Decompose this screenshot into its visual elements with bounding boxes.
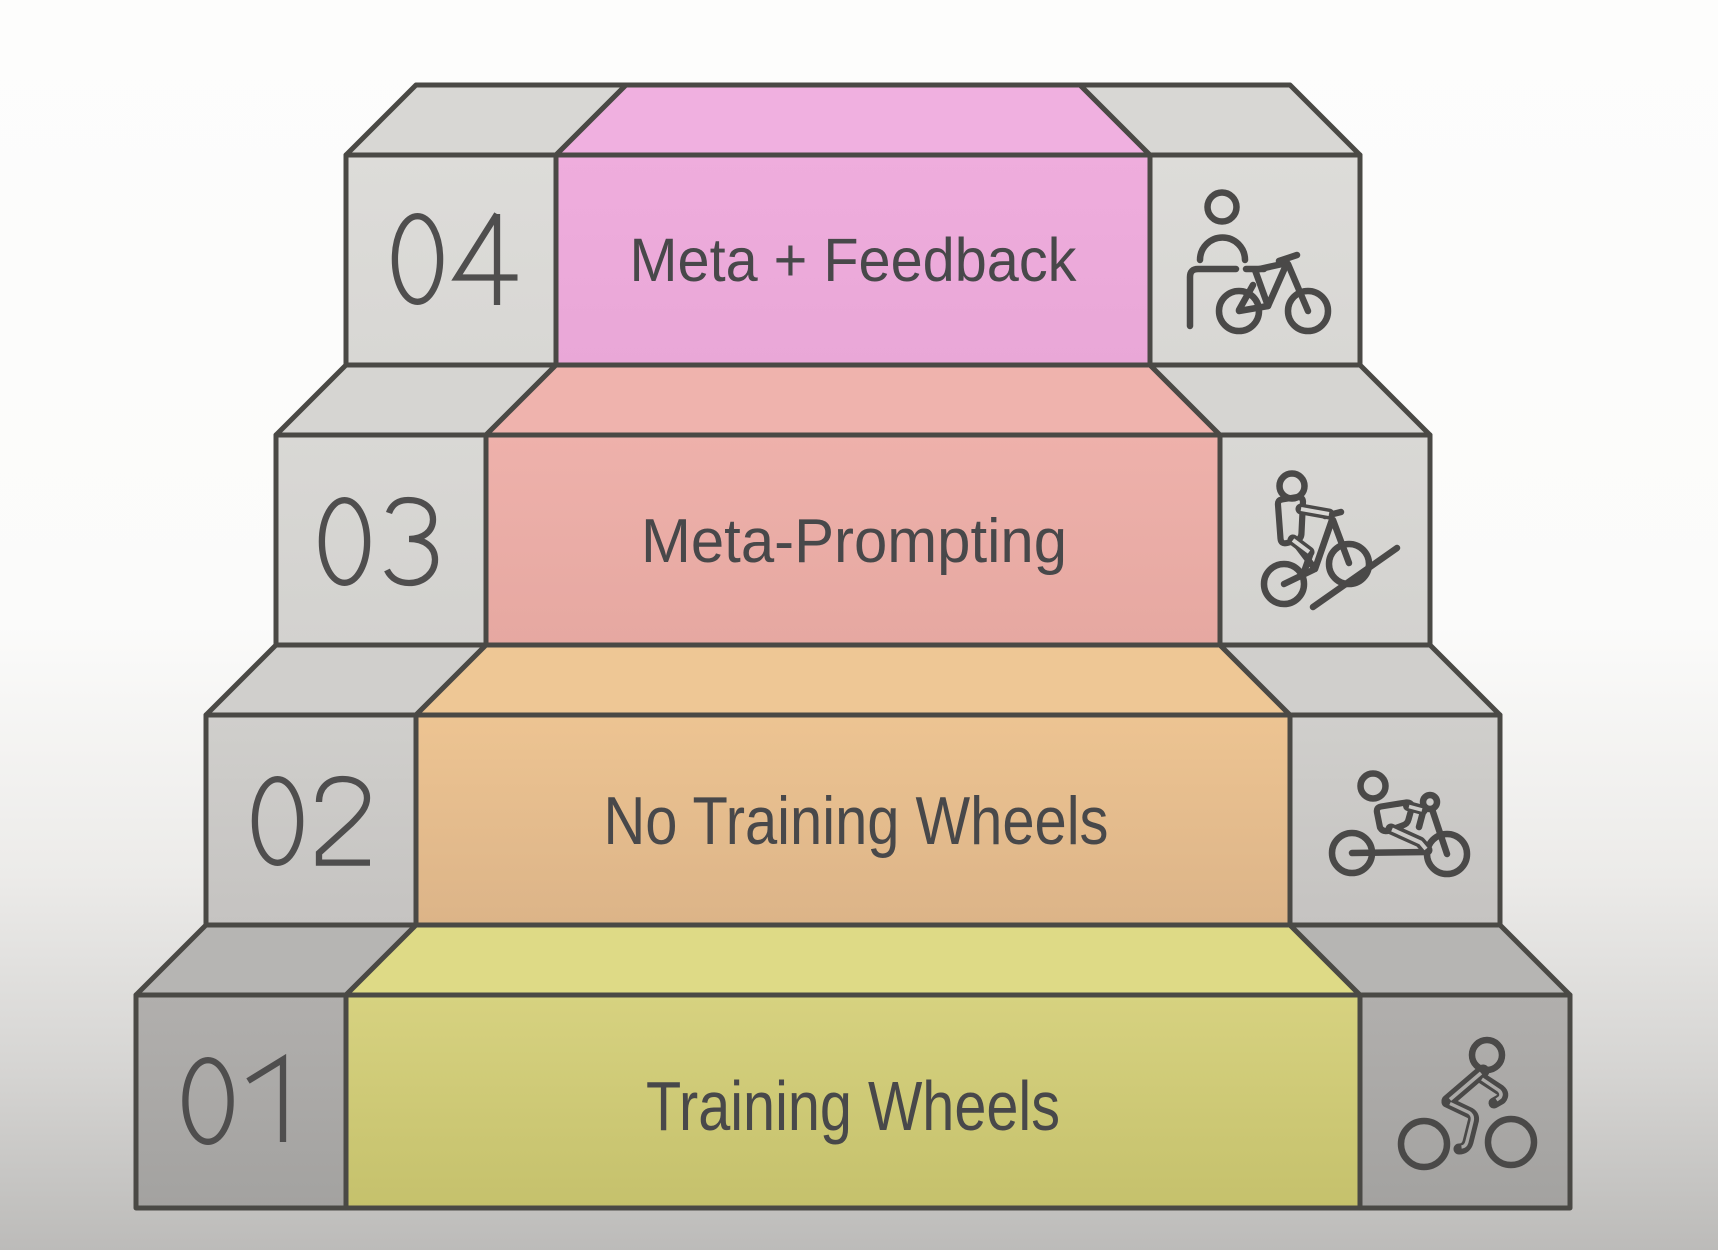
svg-text:No Training Wheels: No Training Wheels — [604, 783, 1109, 859]
svg-text:Training Wheels: Training Wheels — [646, 1067, 1060, 1145]
svg-text:Meta-Prompting: Meta-Prompting — [641, 507, 1067, 576]
svg-text:Meta + Feedback: Meta + Feedback — [630, 226, 1077, 294]
